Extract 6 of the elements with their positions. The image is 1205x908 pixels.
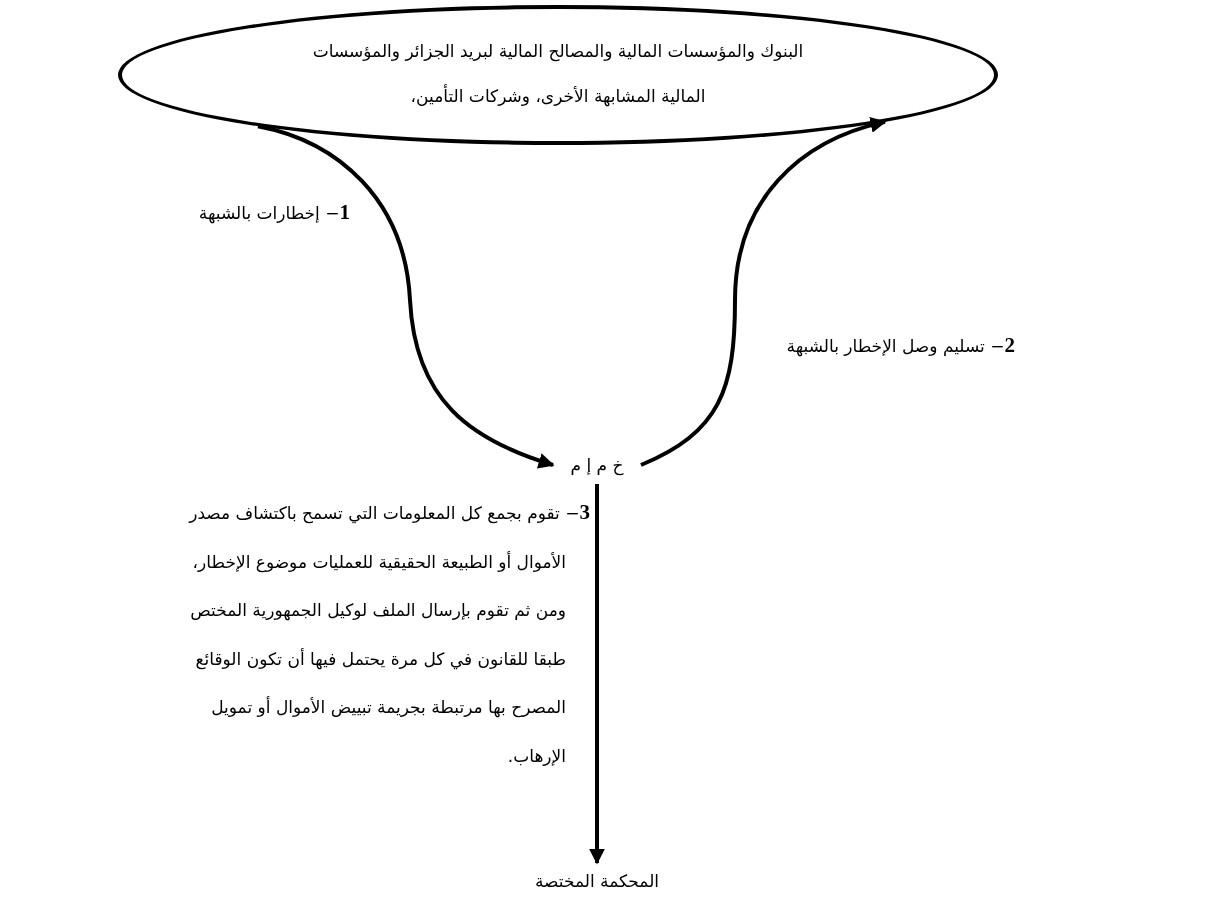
court-label: المحكمة المختصة <box>527 865 667 897</box>
agency-label: خ م إ م <box>557 450 637 480</box>
arrow <box>589 484 605 865</box>
curved-arrow <box>640 117 887 467</box>
ellipse-node: البنوك والمؤسسات المالية والمصالح المالية لبريد الجزائر والمؤسسات المالية المشابهة الأخرى، وشركات التأمين، <box>118 5 998 145</box>
curved-arrow <box>257 124 555 469</box>
